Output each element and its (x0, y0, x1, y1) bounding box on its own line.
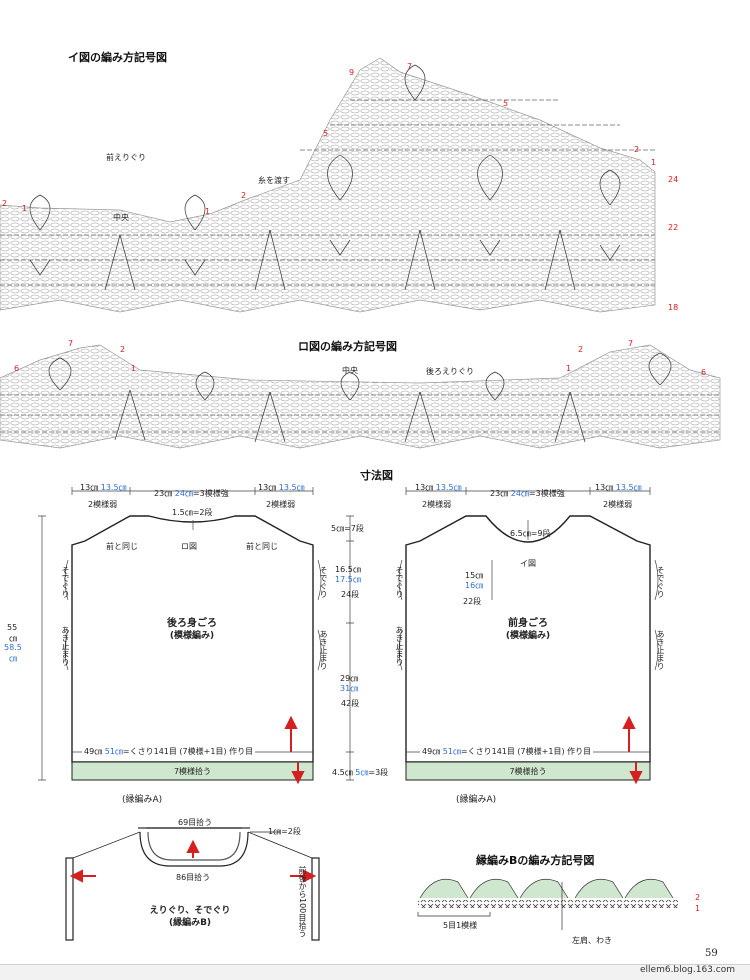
ro-row-1-left: 1 (131, 364, 137, 373)
back-height-blue-unit: ㎝ (9, 654, 17, 663)
front-body-shape (405, 515, 651, 781)
front-neck-rows: 22段 (463, 597, 482, 606)
row-2-left: 2 (2, 199, 8, 208)
back-pickup: 7模様拾う (173, 767, 212, 776)
front-neck-15: 15㎝ (465, 571, 484, 580)
back-neck-label: 後ろえりぐり (426, 367, 474, 376)
chart-i-center-label: 中央 (113, 213, 129, 222)
row-5-right: 5 (503, 99, 509, 108)
row-9: 9 (349, 68, 355, 77)
front-side-open-left: あき止まり (395, 626, 404, 666)
rows-col-3-sub: 42段 (341, 699, 360, 708)
back-body-shape (71, 515, 314, 781)
row-24: 24 (668, 175, 679, 184)
edge-b-drawing (417, 878, 678, 930)
row-5-left: 5 (323, 129, 329, 138)
front-armhole-left: そでぐり (395, 566, 404, 598)
back-same-as-front-left: 前と同じ (106, 542, 138, 551)
ro-row-2-right: 2 (578, 345, 584, 354)
back-height-blue: 58.5 (4, 643, 22, 652)
ro-row-6-right: 6 (701, 368, 707, 377)
back-top-left: 13㎝ 13.5㎝ (80, 483, 127, 492)
collar-name: えりぐり、そでぐり (149, 906, 231, 916)
back-side-open-right: あき止まり (319, 630, 328, 670)
rows-col-3-blue: 31㎝ (340, 684, 359, 693)
rows-col-2: 16.5㎝ (335, 565, 361, 574)
front-edge-label: (縁編みA) (456, 795, 497, 805)
collar-width: 1㎝=2段 (268, 827, 301, 836)
rows-col-2-sub: 24段 (341, 590, 360, 599)
rows-col-2-blue: 17.5㎝ (335, 575, 361, 584)
front-top-left-sub: 2模様弱 (422, 500, 452, 509)
front-top-left: 13㎝ 13.5㎝ (415, 483, 462, 492)
row-18: 18 (668, 303, 679, 312)
edge-b-row-2: 2 (695, 893, 701, 902)
back-body-sub: (模様編み) (169, 631, 215, 641)
front-top-right-sub: 2模様弱 (603, 500, 633, 509)
ro-row-1-right: 1 (566, 364, 572, 373)
row-1-right: 1 (651, 158, 657, 167)
rows-col-4: 4.5㎝ 5㎝=3段 (332, 768, 389, 777)
edge-b-row-1: 1 (695, 904, 701, 913)
ro-row-7-left: 7 (68, 339, 74, 348)
sleeve-pickup: 前後から100目拾う (298, 866, 307, 938)
front-body-name: 前身ごろ (508, 618, 548, 629)
collar-sub: (縁編みB) (168, 918, 212, 928)
chart-ro-center-label: 中央 (342, 366, 358, 375)
footer-bar (0, 964, 750, 980)
edge-b-note: 左肩、わき (572, 936, 612, 945)
row-1-left: 1 (22, 204, 28, 213)
chart-i-title: イ図の編み方記号図 (68, 51, 167, 64)
back-top-right-sub: 2模様弱 (266, 500, 296, 509)
rows-col-1: 5㎝=7段 (331, 524, 364, 533)
front-neck-16: 16㎝ (465, 581, 484, 590)
back-top-left-sub: 2模様弱 (88, 500, 118, 509)
front-side-open-right: あき止まり (656, 630, 665, 670)
front-top-mid: 23㎝ 24㎝=3模様強 (490, 489, 565, 498)
edge-b-title: 縁編みBの編み方記号図 (476, 854, 595, 867)
back-side-open-left: あき止まり (61, 626, 70, 666)
back-armhole-right: そでぐり (319, 566, 328, 598)
collar-bottom-pickup: 86目拾う (176, 873, 211, 882)
front-body-sub: (模様編み) (505, 631, 551, 641)
front-armhole-right: そでぐり (656, 566, 665, 598)
watermark: ellem6.blog.163.com (640, 965, 735, 975)
row-7: 7 (407, 62, 413, 71)
row-2-mid: 2 (241, 191, 247, 200)
chart-ro-drawing (0, 344, 721, 449)
back-bottom-width: 49㎝ 51㎝=くさり141目 (7模様+1目) 作り目 (82, 746, 256, 757)
collar-shape (138, 827, 280, 867)
ro-row-7-right: 7 (628, 339, 634, 348)
edge-b-repeat: 5目1模様 (443, 921, 478, 930)
front-top-right: 13㎝ 13.5㎝ (595, 483, 642, 492)
row-2-right: 2 (634, 145, 640, 154)
page-number: 59 (705, 948, 718, 959)
rows-col-3: 29㎝ (340, 674, 359, 683)
back-height: 55 (7, 623, 18, 632)
back-top-mid: 23㎝ 24㎝=3模様強 (154, 489, 229, 498)
back-body-name: 後ろ身ごろ (167, 618, 217, 629)
back-height-unit: ㎝ (9, 634, 17, 643)
i-fig-label: イ図 (520, 559, 536, 568)
front-bottom-width: 49㎝ 51㎝=くさり141目 (7模様+1目) 作り目 (420, 746, 594, 757)
back-same-as-front-right: 前と同じ (246, 542, 278, 551)
chart-i-drawing (0, 57, 656, 313)
collar-top-pickup: 69目拾う (178, 818, 213, 827)
row-22: 22 (668, 223, 679, 232)
chart-ro-title: ロ図の編み方記号図 (298, 340, 397, 353)
ro-fig-label: ロ図 (181, 542, 197, 551)
front-pickup: 7模様拾う (509, 767, 547, 776)
dims-title: 寸法図 (360, 469, 393, 482)
front-neck-label: 前えりぐり (106, 153, 146, 162)
pass-yarn-label: 糸を渡す (258, 176, 290, 185)
front-neck-depth: 6.5㎝=9段 (510, 529, 551, 538)
back-top-right: 13㎝ 13.5㎝ (258, 483, 305, 492)
back-edge-label: (縁編みA) (122, 795, 163, 805)
back-armhole-left: そでぐり (61, 566, 70, 598)
ro-row-2-left: 2 (120, 345, 126, 354)
back-neck-depth: 1.5㎝=2段 (172, 508, 213, 517)
row-1-mid: 1 (205, 207, 211, 216)
ro-row-6-left: 6 (14, 364, 20, 373)
